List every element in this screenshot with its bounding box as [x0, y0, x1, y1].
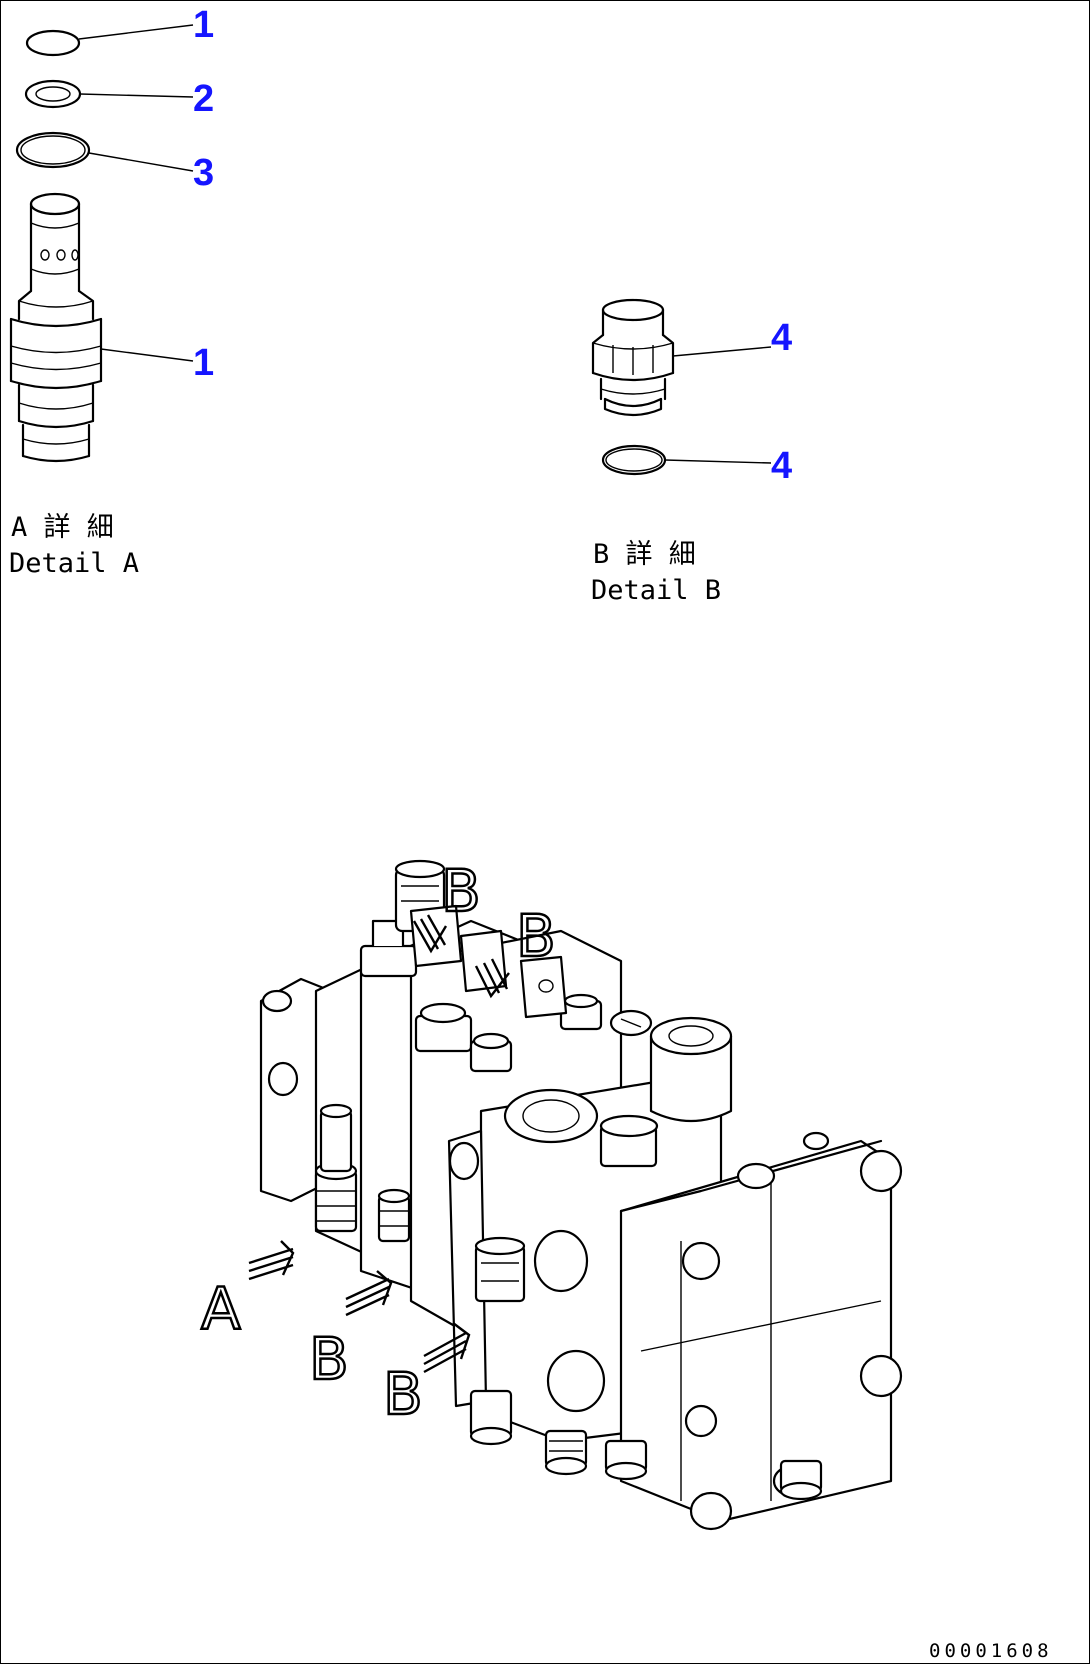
detail-a-caption-en: Detail A	[9, 548, 139, 579]
view-arrow-b1	[345, 1270, 393, 1317]
view-label-a: A	[201, 1275, 241, 1343]
callout-1-valve: 1	[193, 342, 214, 384]
detail-a: 1 2 3 1 A 詳 細 Detail A	[9, 4, 214, 579]
control-valve-assembly	[259, 859, 903, 1531]
view-arrow-a	[248, 1240, 295, 1281]
view-label-b2: B	[383, 1360, 423, 1428]
detail-b-caption-jp: B 詳 細	[593, 539, 696, 570]
callout-4-ring: 4	[771, 445, 792, 487]
view-label-top-b2: B	[516, 902, 556, 970]
detail-b: 4 4 B 詳 細 Detail B	[591, 298, 792, 606]
disc-part	[25, 29, 81, 57]
o-ring-part	[15, 131, 91, 169]
view-arrow-top-b2	[474, 958, 510, 999]
seal-ring-part	[601, 444, 667, 476]
plug-part	[591, 298, 675, 417]
detail-b-caption-en: Detail B	[591, 575, 721, 606]
view-arrow-b2	[423, 1322, 471, 1374]
callout-1: 1	[193, 4, 214, 46]
view-label-top-b1: B	[441, 857, 481, 925]
view-arrow-top-b1	[412, 914, 448, 954]
washer-part	[24, 79, 82, 109]
callout-3: 3	[193, 152, 214, 194]
detail-a-caption-jp: A 詳 細	[11, 512, 114, 543]
callout-4-plug: 4	[771, 317, 792, 359]
cartridge-valve-part	[9, 192, 103, 463]
view-label-b1: B	[309, 1325, 349, 1393]
document-number: 00001608	[929, 1640, 1053, 1662]
callout-2: 2	[193, 78, 214, 120]
